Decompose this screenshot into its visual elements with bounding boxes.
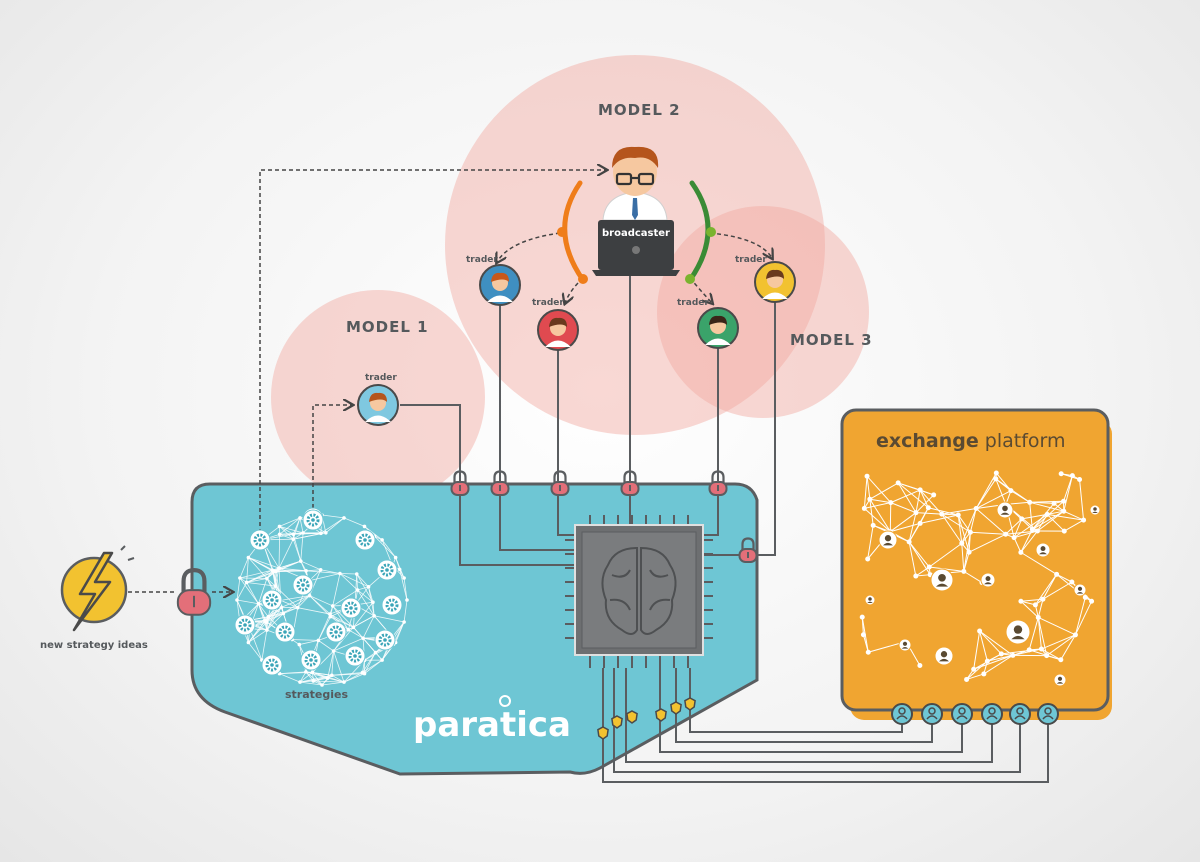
laptop-icon xyxy=(592,220,680,276)
user-icon xyxy=(934,646,954,666)
gear-icon xyxy=(234,614,256,636)
model1-label: MODEL 1 xyxy=(346,318,429,336)
model2-label: MODEL 2 xyxy=(598,101,681,119)
gear-icon xyxy=(300,649,322,671)
arc-dot xyxy=(578,274,588,284)
brain-chip xyxy=(565,515,713,668)
trader-label: trader xyxy=(532,298,564,308)
user-icon xyxy=(930,568,954,592)
shield-icon xyxy=(655,708,667,722)
arc-dot xyxy=(557,227,567,237)
locks xyxy=(176,470,758,616)
lock-icon xyxy=(550,470,570,496)
gear-icon xyxy=(344,645,366,667)
lock-icon xyxy=(620,470,640,496)
shield-icon xyxy=(670,701,682,715)
trader-label: trader xyxy=(735,255,767,265)
user-icon xyxy=(1073,583,1087,597)
user-icon xyxy=(1035,542,1051,558)
user-icon xyxy=(996,501,1014,519)
gear-icon xyxy=(261,589,283,611)
shield-icon xyxy=(611,715,623,729)
gear-icon xyxy=(261,654,283,676)
user-icon xyxy=(980,572,996,588)
lock-icon xyxy=(450,470,470,496)
exchange-connectors xyxy=(891,703,1059,725)
model3-label: MODEL 3 xyxy=(790,331,873,349)
user-icon xyxy=(754,261,796,303)
gear-icon xyxy=(374,629,396,651)
shield-icon xyxy=(1037,703,1059,725)
model3-circle xyxy=(657,206,869,418)
gear-icon xyxy=(381,594,403,616)
user-icon xyxy=(1005,619,1031,645)
trader-label: trader xyxy=(365,373,397,383)
user-icon xyxy=(898,638,912,652)
lock-icon xyxy=(176,568,212,616)
new-strategy-ideas-label: new strategy ideas xyxy=(40,640,148,651)
shield-icon xyxy=(951,703,973,725)
user-icon xyxy=(697,307,739,349)
strategies-network xyxy=(234,507,409,687)
gear-icon xyxy=(249,529,271,551)
gear-icon xyxy=(302,509,324,531)
brain-icon xyxy=(601,546,677,635)
user-icon xyxy=(479,264,521,306)
trader-label: trader xyxy=(677,298,709,308)
broadcaster-avatar xyxy=(602,146,668,221)
lock-icon xyxy=(738,537,758,563)
arc-dot xyxy=(685,274,695,284)
trader-label: trader xyxy=(466,255,498,265)
user-icon xyxy=(1089,504,1101,516)
shield-icon xyxy=(597,726,609,740)
user-icon xyxy=(537,309,579,351)
shield-icon xyxy=(684,697,696,711)
brand-dot xyxy=(499,695,511,707)
exchange-platform xyxy=(840,408,1110,712)
broadcaster-label: broadcaster xyxy=(602,228,670,239)
lock-icon xyxy=(708,470,728,496)
gear-icon xyxy=(376,559,398,581)
gear-icon xyxy=(325,621,347,643)
shield-icon xyxy=(921,703,943,725)
shield-icon xyxy=(891,703,913,725)
user-icon xyxy=(1053,673,1067,687)
user-icon xyxy=(357,384,399,426)
shield-icon xyxy=(981,703,1003,725)
brand-logo: paratica xyxy=(413,705,571,745)
lock-icon xyxy=(490,470,510,496)
user-icon xyxy=(864,594,876,606)
lightning-icon xyxy=(60,545,135,632)
exchange-network xyxy=(859,470,1101,687)
arc-dot xyxy=(706,227,716,237)
user-icon xyxy=(878,530,898,550)
gear-icon xyxy=(354,529,376,551)
gear-icon xyxy=(340,597,362,619)
shield-icon xyxy=(626,710,638,724)
exchange-title: exchange platform xyxy=(876,430,1066,452)
shield-icon xyxy=(1009,703,1031,725)
gear-icon xyxy=(292,574,314,596)
strategies-label: strategies xyxy=(285,688,348,701)
gear-icon xyxy=(274,621,296,643)
chip-shields xyxy=(597,697,696,740)
